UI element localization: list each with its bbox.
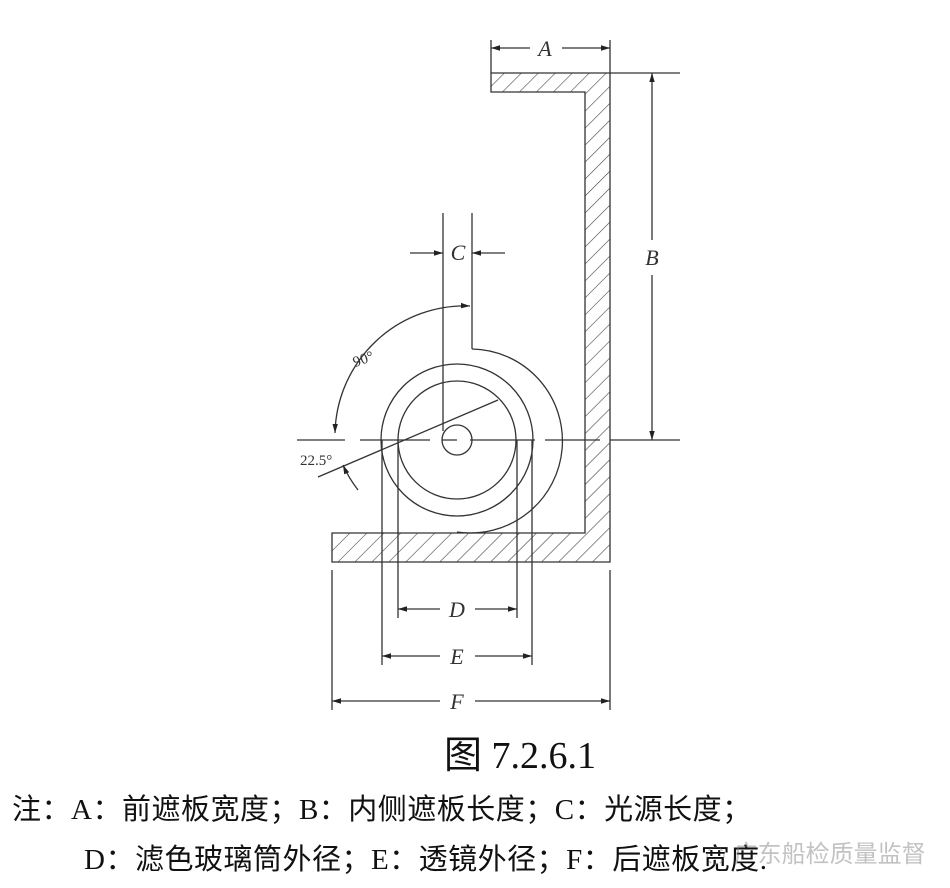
angle-line bbox=[317, 399, 499, 478]
watermark-text: 广东船检质量监督 bbox=[733, 840, 926, 868]
angle-22-label: 22.5° bbox=[300, 453, 332, 469]
angle-22-arc bbox=[342, 464, 359, 491]
figure-caption: 图 7.2.6.1 bbox=[443, 735, 596, 777]
wechat-icon: ◌ bbox=[705, 840, 734, 868]
label-b: B bbox=[645, 245, 658, 270]
label-a: A bbox=[536, 36, 552, 61]
watermark: ◌ 广东船检质量监督 bbox=[705, 834, 926, 869]
label-e: E bbox=[449, 644, 464, 669]
note-line-1: 注：A：前遮板宽度；B：内侧遮板长度；C：光源长度； bbox=[12, 794, 752, 826]
label-d: D bbox=[448, 597, 465, 622]
label-f: F bbox=[449, 689, 464, 714]
label-c: C bbox=[451, 240, 466, 265]
angle-90-arc bbox=[332, 302, 471, 434]
note-line-2: D：滤色玻璃筒外径；E：透镜外径；F：后遮板宽度. bbox=[84, 844, 768, 876]
angle-90-label: 90° bbox=[351, 349, 376, 371]
shield-plate bbox=[331, 72, 611, 563]
outer-arc bbox=[456, 348, 564, 534]
